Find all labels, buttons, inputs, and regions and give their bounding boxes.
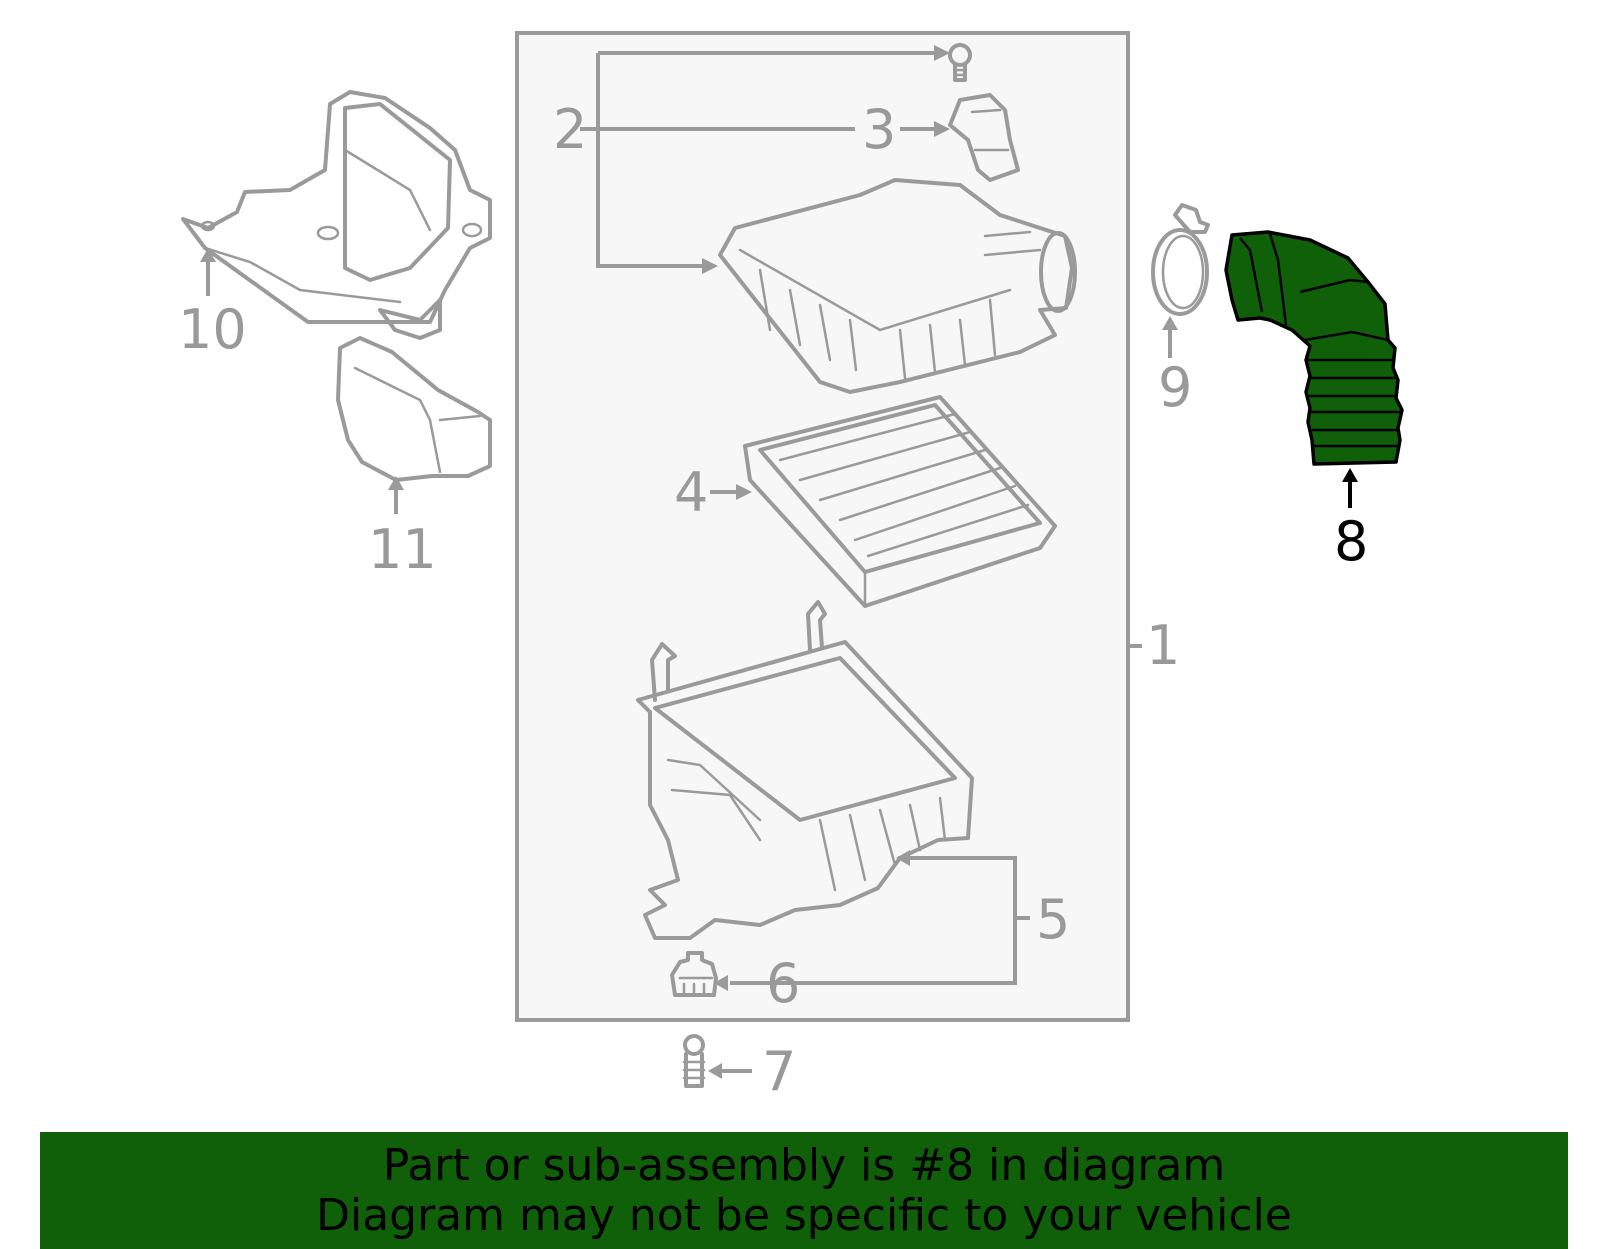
callout-5: 5 — [1036, 888, 1070, 951]
part-7-bolt — [682, 1034, 706, 1088]
callout-6: 6 — [766, 952, 800, 1015]
callout-10: 10 — [178, 298, 247, 361]
part-5-case — [636, 600, 974, 940]
part-11-duct — [336, 336, 492, 482]
part-10-duct — [181, 90, 492, 340]
callout-11: 11 — [368, 518, 437, 581]
part-2-cover — [718, 178, 1077, 394]
parts-diagram: 1 2 3 4 5 6 7 8 9 10 11 — [178, 31, 1404, 1103]
banner-line-1: Part or sub-assembly is #8 in diagram — [382, 1139, 1226, 1191]
callout-4: 4 — [674, 461, 708, 524]
callout-8: 8 — [1334, 510, 1368, 573]
part-3-sensor — [948, 93, 1020, 182]
banner-line-2: Diagram may not be specific to your vehi… — [316, 1189, 1292, 1241]
callout-3: 3 — [862, 98, 896, 161]
callout-1: 1 — [1146, 614, 1180, 677]
part-8-hose — [1224, 230, 1404, 466]
callout-7: 7 — [762, 1040, 796, 1103]
part-9-clamp — [1151, 203, 1210, 316]
part-4-filter — [743, 395, 1057, 608]
callout-2: 2 — [553, 98, 587, 161]
callout-9: 9 — [1158, 356, 1192, 419]
assembly-box — [515, 31, 1130, 1022]
info-banner: Part or sub-assembly is #8 in diagram Di… — [40, 1132, 1568, 1249]
part-6-grommet — [670, 951, 718, 997]
part-2-bolt — [948, 43, 972, 82]
